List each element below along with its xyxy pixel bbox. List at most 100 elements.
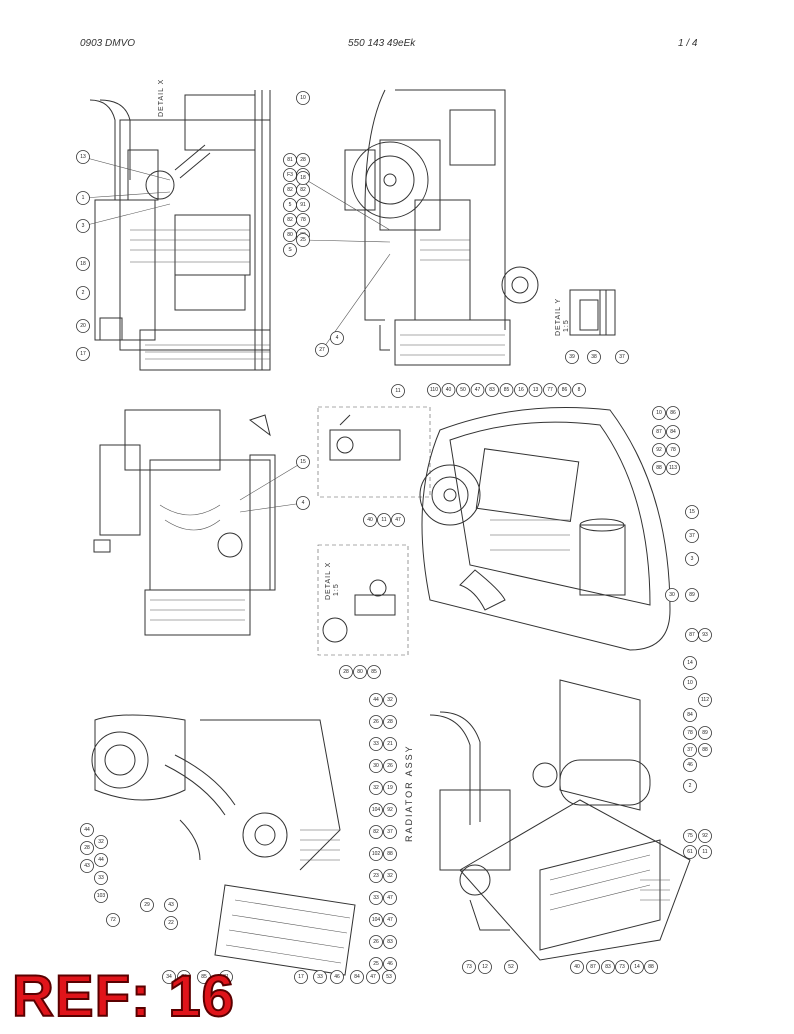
callout-view6-5: 104 — [369, 803, 383, 817]
callout-view1_side-7: 28 — [296, 153, 310, 167]
callout-view6_bottom-5: 33 — [313, 970, 327, 984]
callout-circle — [683, 779, 697, 793]
callout-number: 47 — [387, 895, 393, 901]
callout-view7_bottom-0: 73 — [462, 960, 476, 974]
callout-number: 40 — [367, 517, 373, 523]
callout-circle — [456, 383, 470, 397]
callout-view1_side-5: 80 — [283, 228, 297, 242]
header-document-code: 0903 DMVO — [80, 38, 136, 49]
callout-number: 8 — [578, 387, 581, 393]
callout-number: 25 — [373, 961, 379, 967]
callout-view7_right-10: 75 — [683, 829, 697, 843]
callout-circle — [377, 513, 391, 527]
callout-number: 93 — [702, 632, 708, 638]
callout-view6-11: 26 — [369, 935, 383, 949]
callout-number: 23 — [373, 873, 379, 879]
callout-detail_y-1: 38 — [587, 350, 601, 364]
callout-circle — [369, 759, 383, 773]
callout-view6_bottom-0: 34 — [162, 970, 176, 984]
callout-circle — [615, 350, 629, 364]
callout-number: 86 — [670, 410, 676, 416]
callout-circle — [296, 455, 310, 469]
leader-line — [302, 239, 391, 243]
callout-view6-1: 26 — [369, 715, 383, 729]
callout-circle — [296, 496, 310, 510]
callout-circle — [162, 970, 176, 984]
callout-number: 20 — [80, 323, 86, 329]
callout-view5_top-5: 85 — [499, 383, 514, 397]
callout-view7_right-1: 10 — [683, 676, 697, 690]
callout-number: 28 — [84, 845, 90, 851]
callout-number: 84 — [354, 974, 360, 980]
callout-view1_side-4: 82 — [283, 213, 297, 227]
callout-view5_top-7: 13 — [528, 383, 543, 397]
callout-number: 83 — [489, 387, 495, 393]
callout-circle — [499, 383, 514, 397]
callout-view5_right-13: 87 — [685, 628, 699, 642]
callout-view6-23: 47 — [383, 913, 397, 927]
callout-view6_bottom-7: 84 — [350, 970, 364, 984]
callout-circle — [369, 737, 383, 751]
callout-circle — [685, 529, 699, 543]
callout-number: 2 — [689, 783, 692, 789]
callout-detail_x_mid-4: 80 — [353, 665, 367, 679]
callout-number: F3 — [287, 172, 293, 178]
callout-circle — [698, 743, 712, 757]
callout-number: 53 — [386, 974, 392, 980]
callout-number: 13 — [533, 387, 539, 393]
callout-view1_side-9: 82 — [296, 183, 310, 197]
detail-y-label: DETAIL Y — [555, 298, 562, 336]
callout-number: 29 — [144, 902, 150, 908]
callout-number: 80 — [357, 669, 363, 675]
callout-view5_right-1: 86 — [666, 406, 680, 420]
callout-detail_y-0: 39 — [565, 350, 579, 364]
callout-view2-3: 4 — [330, 331, 344, 345]
callout-view7_right-2: 112 — [698, 693, 712, 707]
callout-view1-1: 1 — [76, 191, 171, 205]
callout-view1-3: 18 — [76, 257, 90, 271]
callout-view7_right-3: 84 — [683, 708, 697, 722]
callout-view5_right-12: 30 — [665, 588, 679, 602]
callout-view1-5: 20 — [76, 319, 90, 333]
callout-circle — [683, 829, 697, 843]
callout-circle — [565, 350, 579, 364]
view-side-mid-left — [93, 409, 276, 636]
callout-view7_right-4: 78 — [683, 726, 697, 740]
callout-view6_bottom-6: 46 — [330, 970, 344, 984]
callout-number: 5 — [289, 202, 292, 208]
callout-circle — [76, 191, 90, 205]
callout-number: 110 — [430, 387, 438, 393]
callout-number: 47 — [475, 387, 481, 393]
callout-number: 92 — [702, 833, 708, 839]
callout-number: 82 — [300, 187, 306, 193]
callout-circle — [383, 825, 397, 839]
callout-circle — [478, 960, 492, 974]
callout-circle — [391, 513, 405, 527]
callout-number: 14 — [634, 964, 640, 970]
leader-line — [82, 203, 171, 227]
callout-view1_side-6: S — [283, 243, 297, 257]
callout-circle — [683, 676, 697, 690]
callout-number: 15 — [300, 459, 306, 465]
callout-number: 87 — [590, 964, 596, 970]
callout-circle — [427, 383, 441, 397]
callout-circle — [369, 913, 383, 927]
callout-number: 82 — [373, 829, 379, 835]
callout-number: 40 — [446, 387, 452, 393]
callout-view1_side-10: 91 — [296, 198, 310, 212]
callout-number: 87 — [689, 632, 695, 638]
callout-view5_top-10: 8 — [572, 383, 586, 397]
callout-circle — [106, 913, 120, 927]
callout-circle — [587, 350, 601, 364]
callout-circle — [94, 871, 108, 885]
callout-circle — [683, 758, 697, 772]
callout-view6-9: 33 — [369, 891, 383, 905]
ref-watermark: REF: 16 — [11, 964, 235, 1029]
callout-circle — [296, 213, 310, 227]
callout-circle — [164, 898, 178, 912]
callout-number: 40 — [574, 964, 580, 970]
callout-circle — [666, 425, 680, 439]
callout-number: 16 — [518, 387, 524, 393]
callout-number: 18 — [300, 175, 306, 181]
